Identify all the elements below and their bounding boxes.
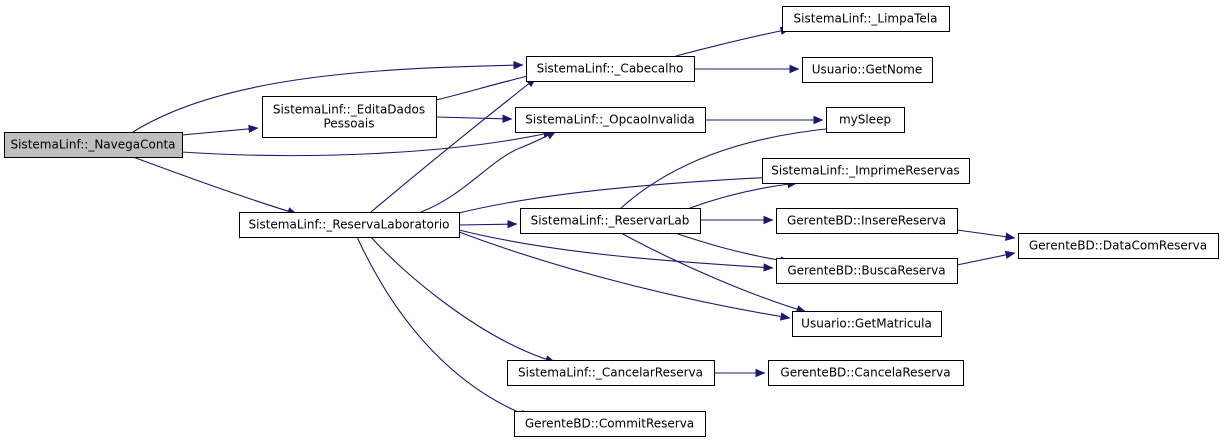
node-box-mysleep (826, 107, 905, 133)
node-label-navega: SistemaLinf::_NavegaConta (10, 138, 175, 152)
node-imprime[interactable]: SistemaLinf::_ImprimeReservas (762, 158, 970, 184)
edge-reservaLab-to-getmat (458, 231, 791, 321)
node-cancelar[interactable]: SistemaLinf::_CancelarReserva (507, 360, 715, 386)
node-box-navega (4, 132, 183, 158)
node-box-busca (776, 258, 958, 284)
edge-navega-to-reservaLab (132, 156, 298, 216)
node-label-mysleep: mySleep (839, 113, 891, 127)
edge-busca-to-datacom (956, 250, 1016, 266)
node-box-imprime (762, 158, 970, 184)
node-label-reservarLab: SistemaLinf::_ReservarLab (531, 214, 690, 228)
edge-navega-to-opcao (181, 129, 554, 157)
node-commit[interactable]: GerenteBD::CommitReserva (514, 411, 706, 437)
node-box-reservaLab (239, 212, 460, 238)
node-box-limpa (782, 6, 950, 32)
node-box-opcao (515, 107, 706, 133)
edge-navega-to-edita (181, 124, 259, 136)
edge-reservaLab-to-reservarLab (458, 219, 518, 229)
node-getnome[interactable]: Usuario::GetNome (802, 57, 933, 83)
node-mysleep[interactable]: mySleep (826, 107, 905, 133)
node-box-cancela (768, 360, 964, 386)
node-reservarLab[interactable]: SistemaLinf::_ReservarLab (520, 208, 701, 234)
edge-reservaLab-to-commit (356, 236, 531, 418)
node-label-getnome: Usuario::GetNome (812, 63, 922, 77)
node-box-edita (262, 96, 437, 138)
edge-reservarLab-to-imprime (689, 179, 798, 209)
edge-cabec-to-limpa (675, 26, 791, 57)
node-reservaLab[interactable]: SistemaLinf::_ReservaLaboratorio (239, 212, 460, 238)
node-label-limpa: SistemaLinf::_LimpaTela (794, 12, 938, 26)
node-label-opcao: SistemaLinf::_OpcaoInvalida (525, 113, 694, 127)
node-label-cancela: GerenteBD::CancelaReserva (780, 366, 950, 380)
node-box-commit (514, 411, 706, 437)
node-label-getmat: Usuario::GetMatricula (801, 317, 932, 331)
edge-navega-to-cabec (132, 61, 524, 133)
node-box-datacom (1018, 233, 1219, 259)
node-box-getnome (802, 57, 933, 83)
node-getmat[interactable]: Usuario::GetMatricula (792, 311, 942, 337)
node-label-imprime: SistemaLinf::_ImprimeReservas (771, 164, 959, 178)
node-limpa[interactable]: SistemaLinf::_LimpaTela (782, 6, 950, 32)
node-label-busca: GerenteBD::BuscaReserva (787, 264, 945, 278)
edge-reservaLab-to-cancelar (370, 236, 556, 364)
node-busca[interactable]: GerenteBD::BuscaReserva (776, 258, 958, 284)
node-cabec[interactable]: SistemaLinf::_Cabecalho (526, 56, 695, 82)
edge-reservaLab-to-opcao (420, 130, 557, 213)
node-label-reservaLab: SistemaLinf::_ReservaLaboratorio (249, 218, 450, 232)
node-label-cancelar: SistemaLinf::_CancelarReserva (518, 366, 703, 380)
node-navega[interactable]: SistemaLinf::_NavegaConta (4, 132, 183, 158)
node-label-edita-line-1: Pessoais (324, 117, 375, 131)
edge-insere-to-datacom (956, 229, 1016, 241)
node-box-cabec (526, 56, 695, 82)
node-box-insere (776, 208, 958, 234)
edge-reservaLab-to-busca (458, 229, 774, 272)
edge-edita-to-opcao (435, 114, 513, 123)
node-label-edita-line-0: SistemaLinf::_EditaDados (273, 103, 425, 117)
node-datacom[interactable]: GerenteBD::DataComReserva (1018, 233, 1219, 259)
node-box-getmat (792, 311, 942, 337)
node-box-cancelar (507, 360, 715, 386)
node-insere[interactable]: GerenteBD::InsereReserva (776, 208, 958, 234)
edge-reservaLab-to-imprime (458, 172, 799, 214)
edge-reservaLab-to-cabec (370, 77, 537, 213)
node-label-datacom: GerenteBD::DataComReserva (1029, 239, 1207, 253)
node-label-cabec: SistemaLinf::_Cabecalho (537, 62, 684, 76)
edges-layer (132, 26, 1016, 418)
node-box-reservarLab (520, 208, 701, 234)
node-cancela[interactable]: GerenteBD::CancelaReserva (768, 360, 964, 386)
edge-reservarLab-to-getmat (620, 232, 807, 314)
node-label-insere: GerenteBD::InsereReserva (787, 214, 946, 228)
edge-reservarLab-to-mysleep (620, 124, 837, 209)
nodes-layer: SistemaLinf::_NavegaConta SistemaLinf::_E… (4, 6, 1219, 437)
node-opcao[interactable]: SistemaLinf::_OpcaoInvalida (515, 107, 706, 133)
node-label-commit: GerenteBD::CommitReserva (525, 417, 694, 431)
edge-reservarLab-to-busca (674, 232, 791, 265)
